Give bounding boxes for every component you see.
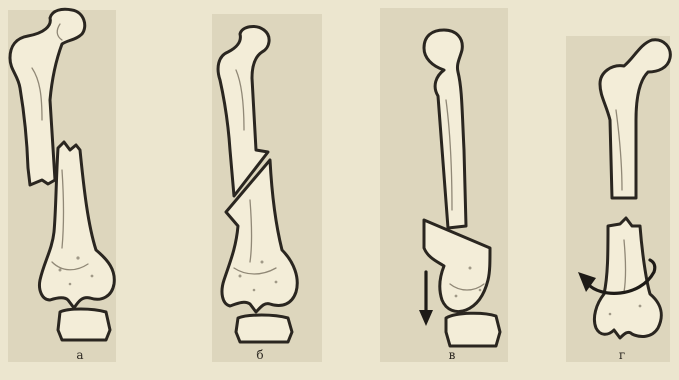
panel-label-v: в [442,348,462,362]
panel-label-a: а [70,348,90,362]
panel-label-g: г [612,348,632,362]
panel-b-tibia [236,315,292,342]
panel-a-tibia [58,309,110,340]
panel-v-tibia [446,313,500,346]
panel-label-b: б [250,348,270,362]
